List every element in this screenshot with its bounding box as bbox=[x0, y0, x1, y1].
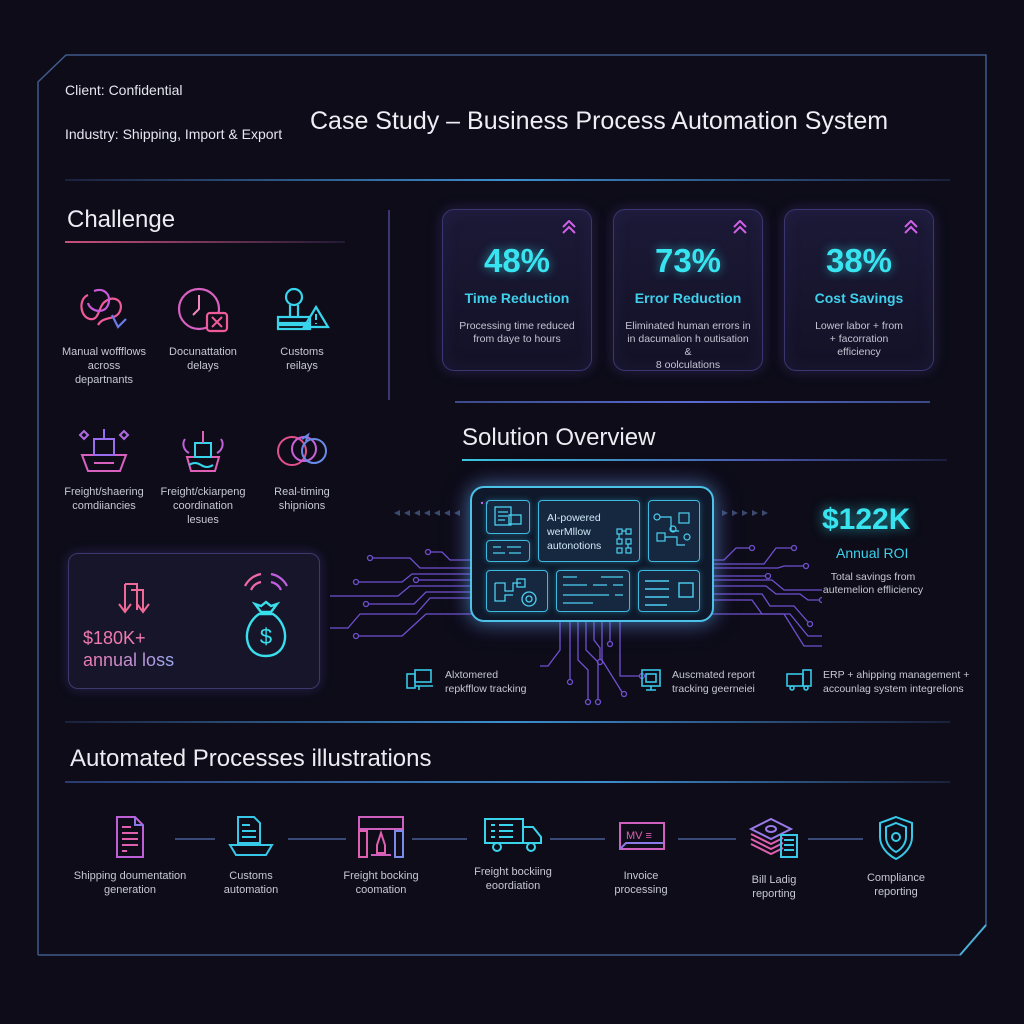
vertical-divider bbox=[388, 210, 390, 400]
window-dots bbox=[480, 492, 490, 505]
devices-icon bbox=[406, 669, 433, 690]
process-connector bbox=[175, 838, 215, 840]
header-divider bbox=[65, 179, 950, 181]
solution-divider bbox=[462, 459, 947, 461]
monitor-report-icon bbox=[641, 669, 661, 691]
process-map-icon bbox=[494, 578, 537, 607]
truck-icon bbox=[484, 818, 542, 852]
stat-card-error-reduction: 73% Error Reduction Eliminated human err… bbox=[613, 209, 763, 371]
customs-ship-doc-icon bbox=[228, 816, 274, 856]
processes-title: Automated Processes illustrations bbox=[70, 745, 432, 772]
panel-process-map bbox=[486, 570, 548, 612]
stats-divider bbox=[455, 401, 930, 403]
process-connector bbox=[288, 838, 346, 840]
circuit-traces-left bbox=[330, 510, 472, 640]
process-connector bbox=[412, 838, 467, 840]
process-connector bbox=[550, 838, 605, 840]
panel-summary bbox=[638, 570, 700, 612]
down-arrows-icon bbox=[118, 583, 150, 614]
flowchart-icon bbox=[653, 512, 691, 546]
challenge-divider bbox=[65, 241, 345, 243]
annual-loss-card: $180K+ annual loss $ bbox=[68, 553, 320, 689]
clock-delay-icon bbox=[177, 287, 229, 333]
bills-stack-icon bbox=[748, 817, 798, 858]
solution-title: Solution Overview bbox=[462, 424, 656, 451]
document-stack-icon bbox=[494, 506, 522, 526]
circuit-traces-right bbox=[712, 510, 822, 647]
svg-text:$: $ bbox=[260, 624, 272, 649]
cargo-ship-icon bbox=[182, 431, 224, 472]
feature-erp-integration: ERP + ahipping management +accounlag sys… bbox=[785, 668, 969, 696]
port-crane-icon bbox=[358, 816, 404, 858]
ship-icon bbox=[78, 429, 130, 472]
page-title: Case Study – Business Process Automation… bbox=[310, 107, 889, 135]
truck-integration-icon bbox=[786, 669, 812, 691]
panel-flowchart bbox=[648, 500, 700, 562]
stat-card-time-reduction: 48% Time Reduction Processing time reduc… bbox=[442, 209, 592, 371]
shield-icon bbox=[879, 815, 913, 861]
money-bag-icon: $ bbox=[244, 572, 288, 658]
process-connector bbox=[678, 838, 736, 840]
tangled-workflow-icon bbox=[80, 288, 127, 329]
document-icon bbox=[116, 816, 144, 858]
processes-divider bbox=[65, 781, 950, 783]
loss-value: $180K+ annual loss bbox=[83, 628, 175, 670]
panel-data-lines bbox=[556, 570, 630, 612]
process-connector bbox=[808, 838, 863, 840]
chevron-up-double-icon bbox=[733, 220, 747, 234]
svg-text:MV ≡: MV ≡ bbox=[626, 830, 652, 842]
processes-top-divider bbox=[65, 721, 950, 723]
client-label: Client: Confidential bbox=[65, 82, 183, 98]
challenge-title: Challenge bbox=[67, 206, 176, 233]
roi-value: $122K bbox=[822, 503, 911, 536]
chevron-up-double-icon bbox=[904, 220, 918, 234]
roi-label: Annual ROI bbox=[836, 545, 909, 561]
customs-stamp-warning-icon bbox=[276, 287, 330, 331]
invoice-icon: MV ≡ bbox=[619, 822, 665, 850]
stat-card-cost-savings: 38% Cost Savings Lower labor + from+ fac… bbox=[784, 209, 934, 371]
flow-nodes-icon bbox=[616, 528, 632, 554]
realtime-cycle-icon bbox=[277, 432, 327, 466]
chevron-up-double-icon bbox=[562, 220, 576, 234]
panel-documents bbox=[486, 500, 530, 534]
circuit-traces-bottom bbox=[540, 620, 646, 706]
industry-label: Industry: Shipping, Import & Export bbox=[65, 126, 283, 142]
panel-list bbox=[486, 540, 530, 562]
